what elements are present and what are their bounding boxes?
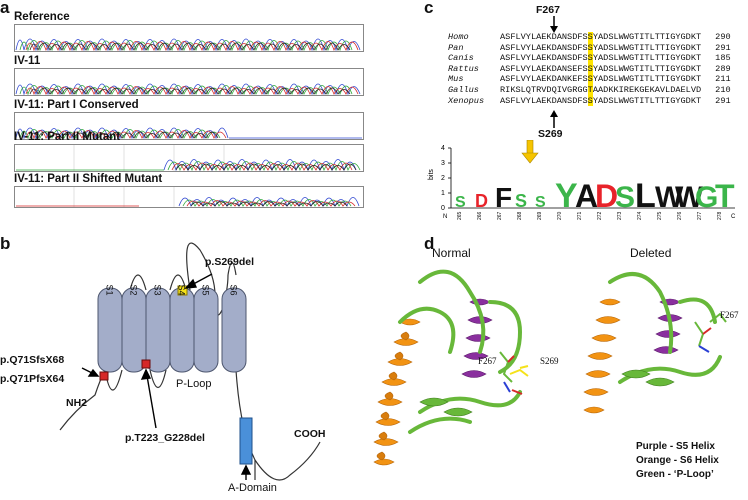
logo-letter: T <box>715 178 735 214</box>
f267-normal-label: F267 <box>478 356 497 366</box>
legend-purple: Purple - S5 Helix <box>636 441 715 452</box>
helix-label-s3: S3 <box>152 284 163 296</box>
t223-marker <box>141 359 151 369</box>
logo-c-label: C <box>731 214 736 220</box>
logo-position-tick: 271 <box>577 211 583 220</box>
logo-ytick: 3 <box>441 160 445 167</box>
s269-arrow <box>550 110 558 128</box>
logo-ytick: 1 <box>441 190 445 197</box>
mutation-label-s269: p.S269del <box>205 256 255 268</box>
logo-position-tick: 274 <box>637 211 643 220</box>
p-loop-label: P-Loop <box>176 378 212 390</box>
helix-label-s1: S1 <box>104 284 115 296</box>
logo-position-tick: 276 <box>677 211 683 220</box>
logo-position-tick: 278 <box>717 211 723 220</box>
chromatogram-part2-shifted <box>14 186 364 208</box>
f267-arrow <box>550 16 558 33</box>
s269-bottom-marker: S269 <box>538 128 563 140</box>
s269-normal-label: S269 <box>540 356 559 366</box>
logo-position-tick: 266 <box>477 211 483 220</box>
channel-topology-diagram <box>59 242 321 481</box>
logo-ylabel: bits <box>428 169 435 180</box>
panel-d-letter: d <box>424 234 435 253</box>
logo-position-tick: 277 <box>697 211 703 220</box>
mutation-label-q71-pfs: p.Q71PfsX64 <box>0 373 65 385</box>
logo-letter: S <box>455 194 466 211</box>
normal-title: Normal <box>432 246 471 260</box>
logo-position-tick: 267 <box>497 211 503 220</box>
helix-label-s2: S2 <box>128 284 139 296</box>
logo-letter: W <box>655 181 684 214</box>
helix-label-s4: S4 <box>176 284 187 296</box>
logo-n-label: N <box>443 214 447 220</box>
helix-label-s5: S5 <box>200 284 211 296</box>
logo-position-tick: 275 <box>657 211 663 220</box>
logo-position-tick: 268 <box>517 211 523 220</box>
mutation-label-q71-sfs: p.Q71SfsX68 <box>0 354 65 366</box>
logo-ticks: 265 266 267 268 269 270 271 272 273 274 275 276 277 2… <box>457 211 723 220</box>
logo-position-tick: 265 <box>457 211 463 220</box>
logo-ytick: 4 <box>441 145 445 152</box>
nh2-label: NH2 <box>66 397 88 409</box>
logo-ytick: 2 <box>441 175 445 182</box>
logo-letter: S <box>535 194 546 211</box>
f267-deleted-label: F267 <box>720 310 739 320</box>
logo-position-tick: 269 <box>537 211 543 220</box>
logo-position-tick: 272 <box>597 211 603 220</box>
legend-green: Green - ‘P-Loop’ <box>636 469 714 480</box>
mutation-label-t223: p.T223_G228del <box>125 432 205 444</box>
panel-b-letter: b <box>0 234 11 253</box>
logo-letter: D <box>475 191 488 211</box>
chromatogram-part2 <box>14 144 364 172</box>
f267-top-marker: F267 <box>536 4 560 16</box>
logo-letter: S <box>615 181 635 214</box>
helices-s1-s5 <box>97 287 247 373</box>
trace-label-part1: IV-11: Part I Conserved <box>14 99 139 111</box>
chromatogram-part1 <box>14 112 364 140</box>
logo-highlight-arrow <box>521 140 539 164</box>
panel-c-letter: c <box>424 0 434 17</box>
trace-label-part2: IV-11: Part II Mutant <box>14 131 121 143</box>
logo-letter: G <box>695 181 718 214</box>
chromatogram-reference <box>14 24 364 52</box>
logo-position-tick: 273 <box>617 211 623 220</box>
logo-position-tick: 270 <box>557 211 563 220</box>
structure-legend: Purple - S5 Helix Orange - S6 Helix Gree… <box>636 440 719 482</box>
protein-structure-normal <box>373 269 529 466</box>
chromatogram-iv11 <box>14 68 364 96</box>
a-domain-label: A-Domain <box>228 482 277 494</box>
s269-marker <box>177 285 188 296</box>
logo-letter: S <box>515 191 527 211</box>
logo-ytick: 0 <box>441 205 445 212</box>
trace-label-part2-shifted: IV-11: Part II Shifted Mutant <box>14 173 163 185</box>
cooh-label: COOH <box>294 428 326 440</box>
q71-marker <box>99 371 109 381</box>
logo-letter: Y <box>555 177 578 215</box>
legend-orange: Orange - S6 Helix <box>636 455 719 466</box>
logo-letter: D <box>595 178 618 214</box>
trace-label-reference: Reference <box>14 11 70 23</box>
logo-letter: L <box>635 177 656 215</box>
helix-label-s6: S6 <box>228 284 239 296</box>
deleted-title: Deleted <box>630 246 672 260</box>
logo-letter: A <box>575 178 598 214</box>
protein-structure-deleted <box>583 272 727 414</box>
logo-letter: F <box>495 182 512 213</box>
a-domain-box <box>239 417 253 465</box>
logo-letter: W <box>675 181 704 214</box>
panel-a-letter: a <box>0 0 10 17</box>
trace-label-iv11: IV-11 <box>14 55 41 67</box>
